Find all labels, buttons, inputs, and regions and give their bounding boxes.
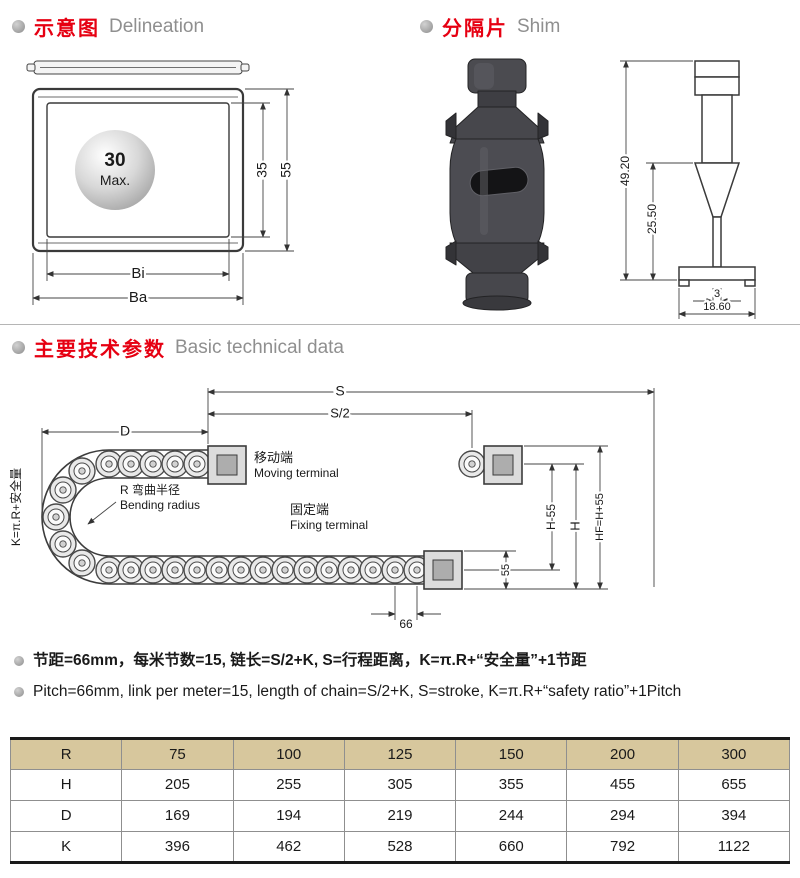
bullet-icon bbox=[12, 341, 25, 354]
moving-terminal-block bbox=[207, 445, 247, 485]
table-cell: 792 bbox=[566, 830, 679, 863]
max-cable-sphere bbox=[75, 130, 155, 210]
dim-inner-width: Bi bbox=[131, 265, 144, 282]
bullet-icon bbox=[420, 20, 433, 33]
table-cell: 655 bbox=[677, 768, 791, 801]
section-title-zh: 示意图 bbox=[34, 18, 100, 40]
table-cell: 255 bbox=[232, 768, 345, 801]
technical-header: 主要技术参数 Basic technical data bbox=[0, 325, 800, 366]
dim-outer-height: 55 bbox=[278, 162, 294, 178]
table-cell: 194 bbox=[232, 799, 345, 832]
section-title-en: Basic technical data bbox=[175, 336, 344, 358]
table-cell: 396 bbox=[121, 830, 234, 863]
section-title-en: Shim bbox=[517, 15, 561, 37]
bending-radius-label-zh: R 弯曲半径 bbox=[120, 482, 180, 497]
shim-header: 分隔片 Shim bbox=[408, 4, 800, 45]
dim-h-minus-55: H-55 bbox=[544, 504, 558, 530]
dim-mid-height: 25.50 bbox=[645, 204, 659, 234]
note-en-row: Pitch=66mm, link per meter=15, length of… bbox=[14, 682, 786, 703]
dim-55: 55 bbox=[500, 564, 512, 576]
delineation-dim-lines bbox=[32, 88, 294, 305]
dim-s: S bbox=[335, 383, 344, 399]
section-title-zh: 主要技术参数 bbox=[34, 339, 166, 361]
table-cell: 294 bbox=[566, 799, 679, 832]
shim-3d-body bbox=[445, 58, 549, 311]
bullet-icon bbox=[14, 686, 24, 697]
dim-hf: HF=H+55 bbox=[594, 493, 606, 541]
k-formula-label: K=π.R+安全量 bbox=[8, 468, 23, 546]
table-row: H 205 255 305 355 455 655 bbox=[9, 768, 791, 801]
bending-radius-label-en: Bending radius bbox=[120, 498, 200, 512]
table-cell: 169 bbox=[121, 799, 234, 832]
carrier-top-view bbox=[26, 60, 250, 75]
dim-66: 66 bbox=[399, 617, 413, 631]
bullet-icon bbox=[12, 20, 25, 33]
table-cell: 462 bbox=[232, 830, 345, 863]
shim-profile-figure: 49.20 25.50 3 18.60 bbox=[616, 60, 756, 319]
dim-h: H bbox=[567, 521, 582, 530]
delineation-header: 示意图 Delineation bbox=[0, 4, 408, 45]
table-row: D 169 194 219 244 294 394 bbox=[9, 799, 791, 832]
bullet-icon bbox=[14, 656, 24, 666]
chain-diagram-figure: S S/2 D H-55 H HF=H+55 55 66 K=π.R+安全量 移… bbox=[6, 380, 655, 633]
chain-outline bbox=[41, 449, 424, 585]
dim-s-half: S/2 bbox=[330, 405, 350, 420]
table-cell: 455 bbox=[566, 768, 679, 801]
table-cell: 394 bbox=[677, 799, 791, 832]
table-cell: 660 bbox=[455, 830, 568, 863]
sphere-max-label: Max. bbox=[100, 172, 130, 188]
shim-profile-outline bbox=[678, 60, 756, 287]
dim-base-width: 18.60 bbox=[703, 301, 731, 313]
table-header-cell: 200 bbox=[566, 737, 679, 770]
shim-3d-figure bbox=[445, 58, 549, 311]
dim-inner-height: 35 bbox=[254, 162, 270, 178]
section-divider bbox=[0, 324, 800, 325]
table-header-cell: 300 bbox=[677, 737, 791, 770]
section-title-zh: 分隔片 bbox=[442, 18, 508, 40]
fixing-terminal-label-zh: 固定端 bbox=[290, 502, 329, 517]
shim-profile-dim-lines bbox=[620, 60, 756, 319]
chain-diagram-wrap: S S/2 D H-55 H HF=H+55 55 66 K=π.R+安全量 移… bbox=[0, 366, 800, 637]
section-title-en: Delineation bbox=[109, 15, 205, 37]
dim-total-height: 49.20 bbox=[618, 156, 632, 186]
fixing-terminal-label-en: Fixing terminal bbox=[290, 518, 368, 532]
delineation-figure: 30 Max. bbox=[26, 60, 296, 308]
moving-terminal-label-zh: 移动端 bbox=[254, 450, 293, 465]
row-label-cell: D bbox=[9, 799, 123, 832]
table-cell: 205 bbox=[121, 768, 234, 801]
chain-dim-lines bbox=[41, 388, 655, 620]
table-cell: 219 bbox=[343, 799, 457, 832]
table-cell: 305 bbox=[343, 768, 457, 801]
fixing-terminal-block bbox=[423, 550, 463, 590]
table-header-cell: R bbox=[9, 737, 123, 770]
note-zh-text: 节距=66mm，每米节数=15, 链长=S/2+K, S=行程距离，K=π.R+… bbox=[33, 652, 587, 669]
dim-outer-width: Ba bbox=[129, 289, 148, 306]
table-header-cell: 75 bbox=[121, 737, 234, 770]
stroke-end-terminal-block bbox=[458, 445, 523, 485]
shim-section: 分隔片 Shim bbox=[408, 4, 800, 324]
table-cell: 244 bbox=[455, 799, 568, 832]
row-label-cell: K bbox=[9, 830, 123, 863]
moving-terminal-label-en: Moving terminal bbox=[254, 466, 339, 480]
table-header-cell: 125 bbox=[343, 737, 457, 770]
shim-figures: 49.20 25.50 3 18.60 bbox=[408, 51, 800, 323]
notes: 节距=66mm，每米节数=15, 链长=S/2+K, S=行程距离，K=π.R+… bbox=[0, 637, 800, 703]
table-cell: 528 bbox=[343, 830, 457, 863]
delineation-section: 示意图 Delineation bbox=[0, 4, 408, 324]
dim-stem-width: 3 bbox=[714, 288, 720, 300]
note-en-text: Pitch=66mm, link per meter=15, length of… bbox=[33, 682, 682, 700]
table-cell: 355 bbox=[455, 768, 568, 801]
table-header-cell: 150 bbox=[455, 737, 568, 770]
table-header-cell: 100 bbox=[232, 737, 345, 770]
note-zh-row: 节距=66mm，每米节数=15, 链长=S/2+K, S=行程距离，K=π.R+… bbox=[14, 651, 786, 672]
row-label-cell: H bbox=[9, 768, 123, 801]
dim-d: D bbox=[120, 423, 130, 439]
top-section: 示意图 Delineation bbox=[0, 4, 800, 324]
sphere-dim-value: 30 bbox=[104, 150, 125, 171]
table-cell: 1122 bbox=[677, 830, 791, 863]
spec-table: R 75 100 125 150 200 300 H 205 255 305 3… bbox=[9, 736, 791, 864]
table-row: K 396 462 528 660 792 1122 bbox=[9, 830, 791, 863]
table-header-row: R 75 100 125 150 200 300 bbox=[9, 737, 791, 770]
